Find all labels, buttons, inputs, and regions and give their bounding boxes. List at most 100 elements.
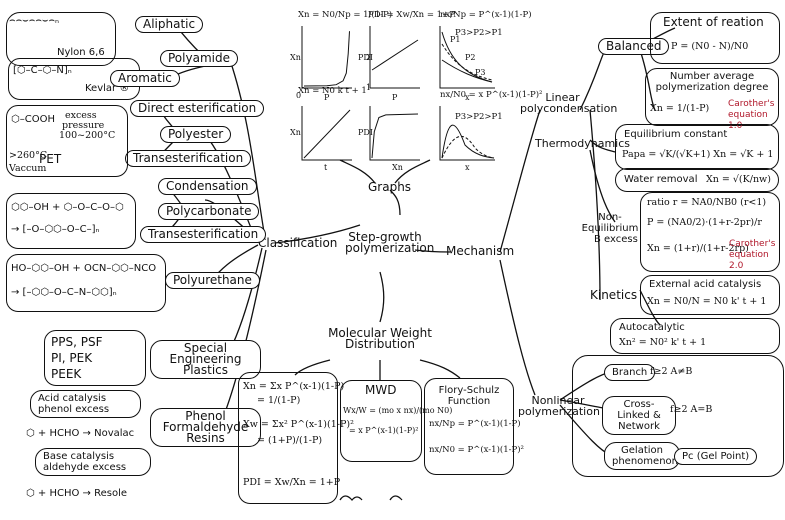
- xn-carothers-formula: Xn = 1/(1-P): [650, 103, 710, 114]
- pc-repeat-icon: → [–O–⬡⬡–O–C–]ₙ: [11, 224, 100, 235]
- xw-result: = (1+P)/(1-P): [257, 435, 323, 446]
- tick-1: 1: [366, 83, 371, 92]
- plot4-ylabel: Xn: [290, 128, 301, 137]
- equilibrium-formula: Papa = √K/(√K+1) Xn = √K + 1: [622, 149, 774, 160]
- w1-curve: [441, 124, 495, 159]
- transesterification-pc-node: Transesterification: [140, 226, 267, 243]
- flory-formula-1: nx/Np = P^(x-1)(1-P): [429, 419, 521, 429]
- balanced-node: Balanced: [598, 38, 670, 55]
- p2-curve: [441, 43, 493, 81]
- xw-sum: Xw = Σx² P^(x-1)(1-P)²: [243, 419, 354, 430]
- acid-catalysis-node: Acid catalysis phenol excess: [30, 390, 141, 418]
- plot1-axes: [301, 26, 352, 89]
- non-eq-box: ratio r = NA0/NB0 (r<1) P = (NA0/2)·(1+r…: [640, 192, 780, 272]
- plot5-xlabel: Xn: [392, 163, 403, 170]
- autocatalytic-title: Autocatalytic: [619, 322, 685, 333]
- p3-curve: [441, 59, 493, 83]
- branch-formula: f≥2 A≠B: [650, 366, 693, 377]
- condensation-node: Condensation: [158, 178, 257, 195]
- p1-label: P1: [450, 35, 460, 44]
- extent-title: Extent of reation: [663, 15, 764, 29]
- polycarbonate-node: Polycarbonate: [158, 203, 260, 220]
- kevlar-ring-icon: [⬡–C–⬡–N]ₙ: [13, 65, 72, 76]
- water-removal-title: Water removal: [624, 174, 698, 185]
- p-order-label: P3>P2>P1: [455, 28, 503, 38]
- thermodynamics-node: Thermodynamics: [535, 137, 630, 150]
- phenol-icon-2: ⬡: [26, 488, 35, 499]
- plot1-xlabel: P: [324, 93, 330, 102]
- p3-label: P3: [475, 68, 485, 77]
- nylon-chain-icon: ⌢⌢⌣⌢⌢⌣⌢ₙ: [9, 15, 60, 26]
- pdi-vs-p-line: [371, 39, 419, 71]
- autocatalytic-formula: Xn² = N0² k' t + 1: [619, 337, 707, 348]
- carothers-eq-2: Carother's equation 2.0: [729, 239, 776, 271]
- formula-pdi: PDI = Xw/Xn = 1+P: [368, 10, 455, 20]
- formula-nx-np: nx/Np = P^(x-1)(1-P): [440, 10, 532, 20]
- aliphatic-node: Aliphatic: [135, 16, 204, 33]
- aromatic-node: Aromatic: [110, 70, 180, 87]
- equilibrium-box: Equilibrium constant Papa = √K/(√K+1) Xn…: [615, 124, 779, 170]
- extent-box: Extent of reation P = (N0 - N)/N0: [650, 12, 780, 64]
- resole-label: + HCHO → Resole: [37, 488, 128, 499]
- pi-pek-label: PI, PEK: [51, 351, 93, 365]
- water-removal-formula: Xn = √(K/nw): [706, 174, 771, 185]
- gelation-node: Gelation phenomenon: [604, 442, 680, 470]
- mwd-formula-1: Wx/W = (mo x nx)/(mo N0): [343, 406, 453, 415]
- center-topic: Step-growth polymerization: [345, 230, 435, 255]
- external-acid-box: External acid catalysis Xn = N0/N = N0 k…: [640, 275, 780, 315]
- p-formula: P = (NA0/2)·(1+r-2pr)/r: [647, 217, 762, 228]
- number-avg-box: Number average polymerization degree Xn …: [645, 68, 779, 131]
- polyester-node: Polyester: [160, 126, 232, 143]
- ratio-formula: ratio r = NA0/NB0 (r<1): [647, 197, 767, 208]
- pdi-formula: PDI = Xw/Xn = 1+P: [243, 477, 341, 488]
- tick-2: 2: [366, 53, 371, 62]
- polyurethane-structure-box: HO–⬡⬡–OH + OCN–⬡⬡–NCO → [–⬡⬡–O–C–N–⬡⬡]ₙ: [6, 254, 166, 312]
- b-excess-node: B excess: [594, 234, 638, 245]
- pdi-vs-xn-curve: [371, 113, 419, 159]
- plot2-axes: [369, 26, 420, 89]
- mechanism-node: Mechanism: [446, 244, 515, 258]
- plot6-axes: [439, 106, 495, 161]
- autocatalytic-box: Autocatalytic Xn² = N0² k' t + 1: [610, 318, 780, 354]
- xn-vs-p-curve: [303, 31, 350, 87]
- branch-node: Branch: [604, 364, 656, 381]
- vaccum-label: Vaccum: [9, 163, 47, 174]
- plot6-xlabel: x: [465, 163, 470, 170]
- linear-node: Linear polycondensation: [520, 91, 618, 115]
- cross-linked-node: Cross-Linked & Network: [602, 396, 676, 435]
- equilibrium-title: Equilibrium constant: [624, 129, 728, 140]
- plot3-axes: [439, 26, 495, 89]
- plot5-ylabel: PDI: [358, 128, 373, 137]
- special-plastics-box: PPS, PSF PI, PEK PEEK: [44, 330, 146, 386]
- gel-point-formula: Pc (Gel Point): [674, 448, 758, 465]
- p-order-label-2: P3>P2>P1: [455, 112, 503, 122]
- p2-label: P2: [465, 53, 475, 62]
- carothers-eq-1: Carother's equation 1.0: [728, 99, 775, 131]
- number-avg-title: Number average polymerization degree: [655, 71, 769, 93]
- flory-title: Flory-Schulz Function: [438, 385, 500, 407]
- kevlar-label: Kevlar ®: [85, 83, 130, 94]
- external-acid-title: External acid catalysis: [649, 279, 762, 290]
- polyamide-node: Polyamide: [160, 50, 238, 67]
- direct-esterification-node: Direct esterification: [130, 100, 265, 117]
- nonlinear-node: Nonlinear polymerization: [518, 394, 600, 418]
- novalac-reaction: ⬡ + HCHO → Novalac: [26, 428, 134, 439]
- extent-formula: P = (N0 - N)/N0: [671, 41, 749, 52]
- polycarbonate-structure-box: ⬡⬡–OH + ⬡–O–C–O–⬡ → [–O–⬡⬡–O–C–]ₙ: [6, 193, 136, 249]
- polyurethane-node: Polyurethane: [165, 272, 260, 289]
- mwd-box: MWD Wx/W = (mo x nx)/(mo N0) = x P^(x-1)…: [340, 380, 452, 462]
- plot2-ylabel: PDI: [358, 53, 373, 62]
- pressure-label: pressure: [62, 120, 105, 131]
- plot1-ylabel: Xn: [290, 53, 301, 62]
- flory-box: Flory-Schulz Function nx/Np = P^(x-1)(1-…: [424, 378, 524, 475]
- peek-label: PEEK: [51, 367, 82, 381]
- classification-node: Classification: [258, 236, 338, 250]
- temp-label-2: >260°C: [9, 150, 48, 161]
- pps-psf-label: PPS, PSF: [51, 335, 103, 349]
- special-engineering-node: Special Engineering Plastics: [150, 340, 261, 379]
- pu-repeat-icon: → [–⬡⬡–O–C–N–⬡⬡]ₙ: [11, 287, 117, 298]
- novalac-label: + HCHO → Novalac: [37, 428, 135, 439]
- bpa-icon: ⬡⬡–OH + ⬡–O–C–O–⬡: [11, 202, 124, 213]
- tick-0: 0: [296, 91, 301, 100]
